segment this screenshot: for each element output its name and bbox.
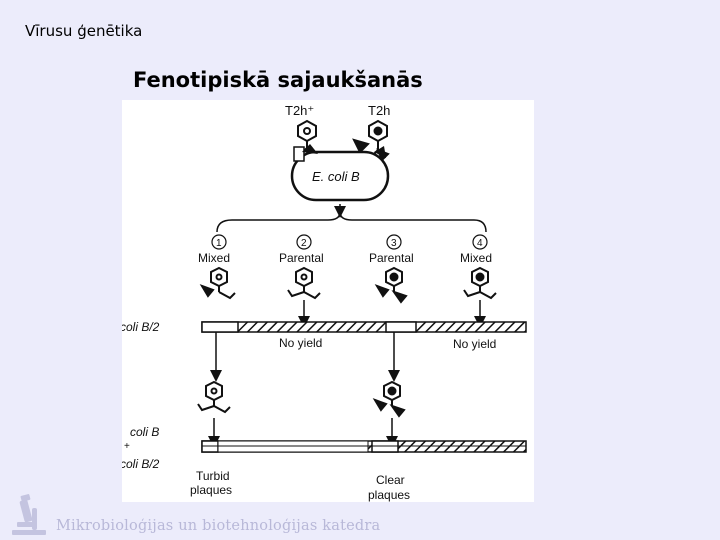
phage-right-label: T2h bbox=[368, 103, 390, 118]
slide-title: Fenotipiskā sajaukšanās bbox=[133, 68, 423, 92]
plus-label: + bbox=[124, 441, 130, 452]
progeny-2: 2 Parental bbox=[279, 234, 324, 265]
plate-b2 bbox=[201, 321, 527, 333]
clear-plaques-line2: plaques bbox=[368, 488, 410, 502]
progeny-4-label: Mixed bbox=[460, 251, 492, 265]
progeny-4: 4 Mixed bbox=[460, 234, 492, 265]
progeny-2-label: Parental bbox=[279, 251, 324, 265]
phage-parental-2 bbox=[287, 266, 321, 300]
clear-plaques-line1: Clear bbox=[376, 473, 405, 487]
progeny-3-label: Parental bbox=[369, 251, 414, 265]
no-yield-label-2: No yield bbox=[453, 337, 496, 351]
progeny-1-label: Mixed bbox=[198, 251, 230, 265]
svg-text:2: 2 bbox=[301, 238, 307, 249]
phage-mixed-1 bbox=[199, 266, 236, 300]
distribution-brace bbox=[216, 211, 487, 233]
section-title: Vīrusu ģenētika bbox=[25, 22, 143, 40]
turbid-plaques-line1: Turbid bbox=[196, 469, 230, 483]
phage-t2h-plus bbox=[297, 119, 323, 159]
phage-lower-left bbox=[197, 380, 231, 414]
svg-text:1: 1 bbox=[216, 238, 222, 249]
strain-b2-label: coli B/2 bbox=[122, 320, 160, 334]
microscope-logo-icon bbox=[12, 494, 46, 535]
progeny-3: 3 Parental bbox=[369, 234, 414, 265]
strain-b-label: coli B bbox=[130, 425, 159, 439]
host-cell-label: E. coli B bbox=[312, 169, 360, 184]
phage-lower-right bbox=[372, 380, 406, 418]
svg-text:3: 3 bbox=[391, 238, 397, 249]
no-yield-label-1: No yield bbox=[279, 336, 322, 350]
ecoli-cell: E. coli B bbox=[290, 144, 390, 202]
phage-left-label: T2h⁺ bbox=[285, 103, 314, 118]
strain-b2-lower-label: coli B/2 bbox=[122, 457, 160, 471]
plate-mixed bbox=[201, 440, 527, 453]
phage-t2h bbox=[352, 119, 390, 162]
footer-institution: Mikrobioloģijas un biotehnoloģijas kated… bbox=[56, 518, 381, 534]
phage-parental-3 bbox=[374, 266, 408, 304]
progeny-1: 1 Mixed bbox=[198, 234, 230, 265]
phage-mixed-4 bbox=[463, 266, 497, 300]
phenotypic-mixing-figure: T2h⁺ T2h E. coli B 1 Mixed 2 Parental bbox=[122, 100, 534, 502]
turbid-plaques-line2: plaques bbox=[190, 483, 232, 497]
svg-text:4: 4 bbox=[477, 238, 483, 249]
